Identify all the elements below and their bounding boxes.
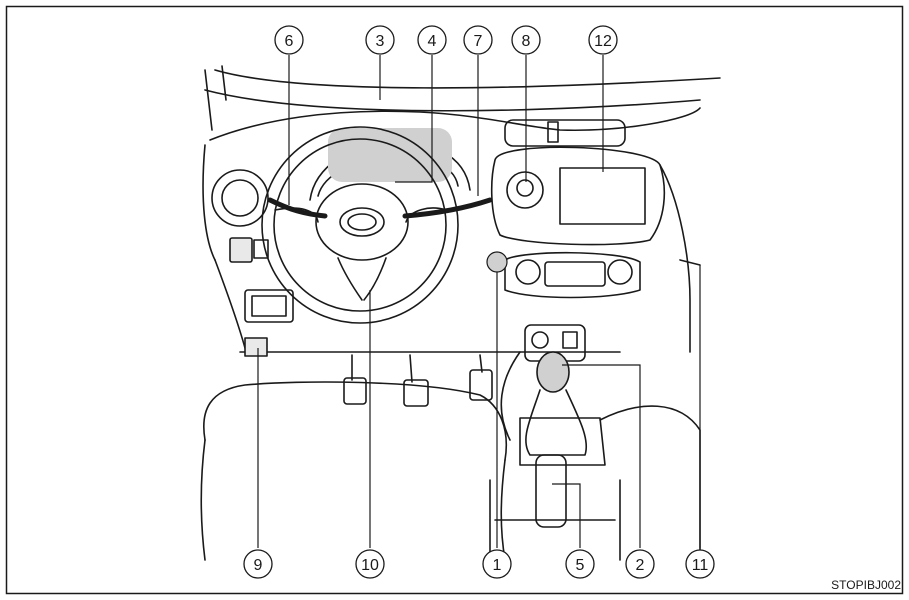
callout-11: 11	[685, 549, 715, 579]
svg-text:12: 12	[594, 33, 612, 50]
ignition-button-icon	[486, 251, 508, 273]
svg-text:3: 3	[376, 33, 385, 50]
svg-text:8: 8	[522, 33, 531, 50]
svg-text:7: 7	[474, 33, 483, 50]
svg-text:6: 6	[285, 33, 294, 50]
callout-10: 10	[355, 549, 385, 579]
callout-7: 7	[463, 25, 493, 55]
callout-12: 12	[588, 25, 618, 55]
callout-6: 6	[274, 25, 304, 55]
callout-1: 1	[482, 549, 512, 579]
svg-text:5: 5	[576, 557, 585, 574]
callout-8: 8	[511, 25, 541, 55]
leader-lines	[257, 55, 701, 548]
callout-3: 3	[365, 25, 395, 55]
svg-text:10: 10	[361, 557, 379, 574]
svg-text:4: 4	[428, 33, 437, 50]
callout-5: 5	[565, 549, 595, 579]
figure-code: STOPIBJ002	[831, 578, 901, 592]
figure-border	[5, 5, 904, 595]
callout-4: 4	[417, 25, 447, 55]
svg-text:1: 1	[493, 557, 502, 574]
svg-text:2: 2	[636, 557, 645, 574]
callout-2: 2	[625, 549, 655, 579]
dashboard-illustration	[200, 65, 721, 561]
callout-9: 9	[243, 549, 273, 579]
svg-text:9: 9	[254, 557, 263, 574]
svg-text:11: 11	[692, 557, 709, 574]
